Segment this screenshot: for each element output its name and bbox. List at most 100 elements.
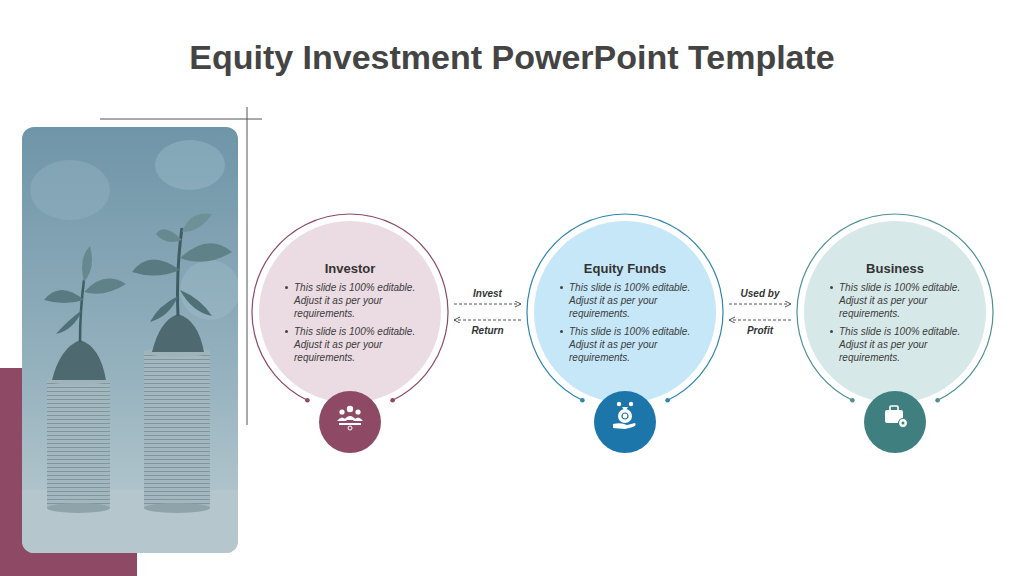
coin-stack bbox=[144, 352, 210, 508]
edge-label: Used by bbox=[739, 288, 782, 299]
bullet-dot bbox=[830, 330, 833, 333]
flow-connector bbox=[454, 304, 521, 305]
leaf bbox=[56, 310, 82, 334]
circle-fill bbox=[259, 221, 441, 403]
bullet-text: This slide is 100% editable. Adjust it a… bbox=[839, 281, 962, 320]
ring-end-dot bbox=[935, 398, 940, 403]
bullet-dot bbox=[830, 286, 833, 289]
bullet-text: This slide is 100% editable. Adjust it a… bbox=[839, 325, 962, 364]
ring-end-dot bbox=[580, 398, 585, 403]
leaf bbox=[150, 296, 178, 322]
node-heading: Investor bbox=[283, 261, 417, 276]
slide-title: Equity Investment PowerPoint Template bbox=[0, 38, 1024, 77]
ring-end-dot bbox=[390, 398, 395, 403]
node-heading: Business bbox=[828, 261, 962, 276]
bokeh bbox=[30, 160, 110, 220]
soil-mound bbox=[152, 314, 204, 352]
leaf bbox=[84, 279, 126, 294]
edge-label: Profit bbox=[745, 325, 775, 336]
node-text: InvestorThis slide is 100% editable. Adj… bbox=[283, 261, 417, 364]
icon-circle bbox=[864, 391, 926, 453]
icon-part bbox=[347, 406, 353, 412]
bullet-item: This slide is 100% editable. Adjust it a… bbox=[558, 325, 692, 364]
ring-arc bbox=[527, 214, 723, 400]
icon-part bbox=[622, 413, 628, 419]
bullet-dot bbox=[560, 286, 563, 289]
circle-node: Equity FundsThis slide is 100% editable.… bbox=[534, 221, 716, 403]
ring-end-dot bbox=[305, 398, 310, 403]
coin-base bbox=[144, 503, 210, 513]
icon-circle bbox=[594, 391, 656, 453]
circle-shape bbox=[804, 221, 986, 403]
plant-stem bbox=[178, 228, 183, 316]
circle-node: InvestorThis slide is 100% editable. Adj… bbox=[259, 221, 441, 403]
icon-part bbox=[348, 426, 352, 430]
flow-connector bbox=[454, 320, 521, 321]
icon-part bbox=[339, 423, 361, 425]
flow-connector bbox=[729, 320, 791, 321]
icon-part bbox=[902, 422, 905, 425]
photo-ground bbox=[22, 127, 238, 553]
ring-end-dot bbox=[850, 398, 855, 403]
bullet-item: This slide is 100% editable. Adjust it a… bbox=[283, 281, 417, 320]
icon-part bbox=[890, 406, 898, 411]
bullet-text: This slide is 100% editable. Adjust it a… bbox=[294, 325, 417, 364]
leaf bbox=[180, 290, 212, 316]
icon-part bbox=[339, 409, 344, 414]
icon-part bbox=[629, 402, 633, 406]
circle-fill bbox=[804, 221, 986, 403]
circle-shape bbox=[534, 221, 716, 403]
bokeh bbox=[180, 260, 238, 320]
flow-connector bbox=[729, 304, 791, 305]
leaf bbox=[182, 213, 212, 232]
leaf bbox=[180, 243, 232, 262]
bullet-text: This slide is 100% editable. Adjust it a… bbox=[569, 325, 692, 364]
bullet-item: This slide is 100% editable. Adjust it a… bbox=[558, 281, 692, 320]
soil-mound bbox=[52, 340, 106, 380]
icon-part bbox=[885, 410, 903, 423]
frame-line bbox=[247, 107, 248, 425]
coin-stack bbox=[47, 380, 110, 508]
coin-base bbox=[47, 503, 110, 513]
leaf bbox=[156, 229, 182, 242]
icon-symbol bbox=[337, 406, 363, 430]
icon-part bbox=[355, 409, 360, 414]
icon-part bbox=[617, 402, 621, 406]
icon-circle bbox=[319, 391, 381, 453]
node-text: Equity FundsThis slide is 100% editable.… bbox=[558, 261, 692, 364]
ring-arc bbox=[252, 214, 448, 400]
bullet-text: This slide is 100% editable. Adjust it a… bbox=[569, 281, 692, 320]
icon-part bbox=[337, 416, 363, 421]
bullet-dot bbox=[560, 330, 563, 333]
circle-fill bbox=[534, 221, 716, 403]
bullet-text: This slide is 100% editable. Adjust it a… bbox=[294, 281, 417, 320]
ring-end-dot bbox=[665, 398, 670, 403]
icon-part bbox=[899, 419, 908, 428]
icon-part bbox=[613, 423, 636, 429]
bullet-item: This slide is 100% editable. Adjust it a… bbox=[828, 281, 962, 320]
circle-node: BusinessThis slide is 100% editable. Adj… bbox=[804, 221, 986, 403]
ring-arc bbox=[797, 214, 993, 400]
circle-shape bbox=[259, 221, 441, 403]
node-text: BusinessThis slide is 100% editable. Adj… bbox=[828, 261, 962, 364]
bullet-dot bbox=[285, 330, 288, 333]
bullet-item: This slide is 100% editable. Adjust it a… bbox=[828, 325, 962, 364]
node-heading: Equity Funds bbox=[558, 261, 692, 276]
edge-label: Invest bbox=[471, 288, 504, 299]
icon-part bbox=[622, 407, 628, 410]
bullet-dot bbox=[285, 286, 288, 289]
leaf bbox=[44, 290, 84, 303]
icon-symbol bbox=[613, 402, 636, 429]
photo bbox=[22, 127, 238, 553]
leaf bbox=[82, 246, 92, 282]
frame-line bbox=[100, 119, 262, 120]
bokeh bbox=[155, 140, 225, 190]
leaf bbox=[132, 259, 180, 275]
edge-label: Return bbox=[469, 325, 505, 336]
plant-stem bbox=[80, 280, 84, 342]
